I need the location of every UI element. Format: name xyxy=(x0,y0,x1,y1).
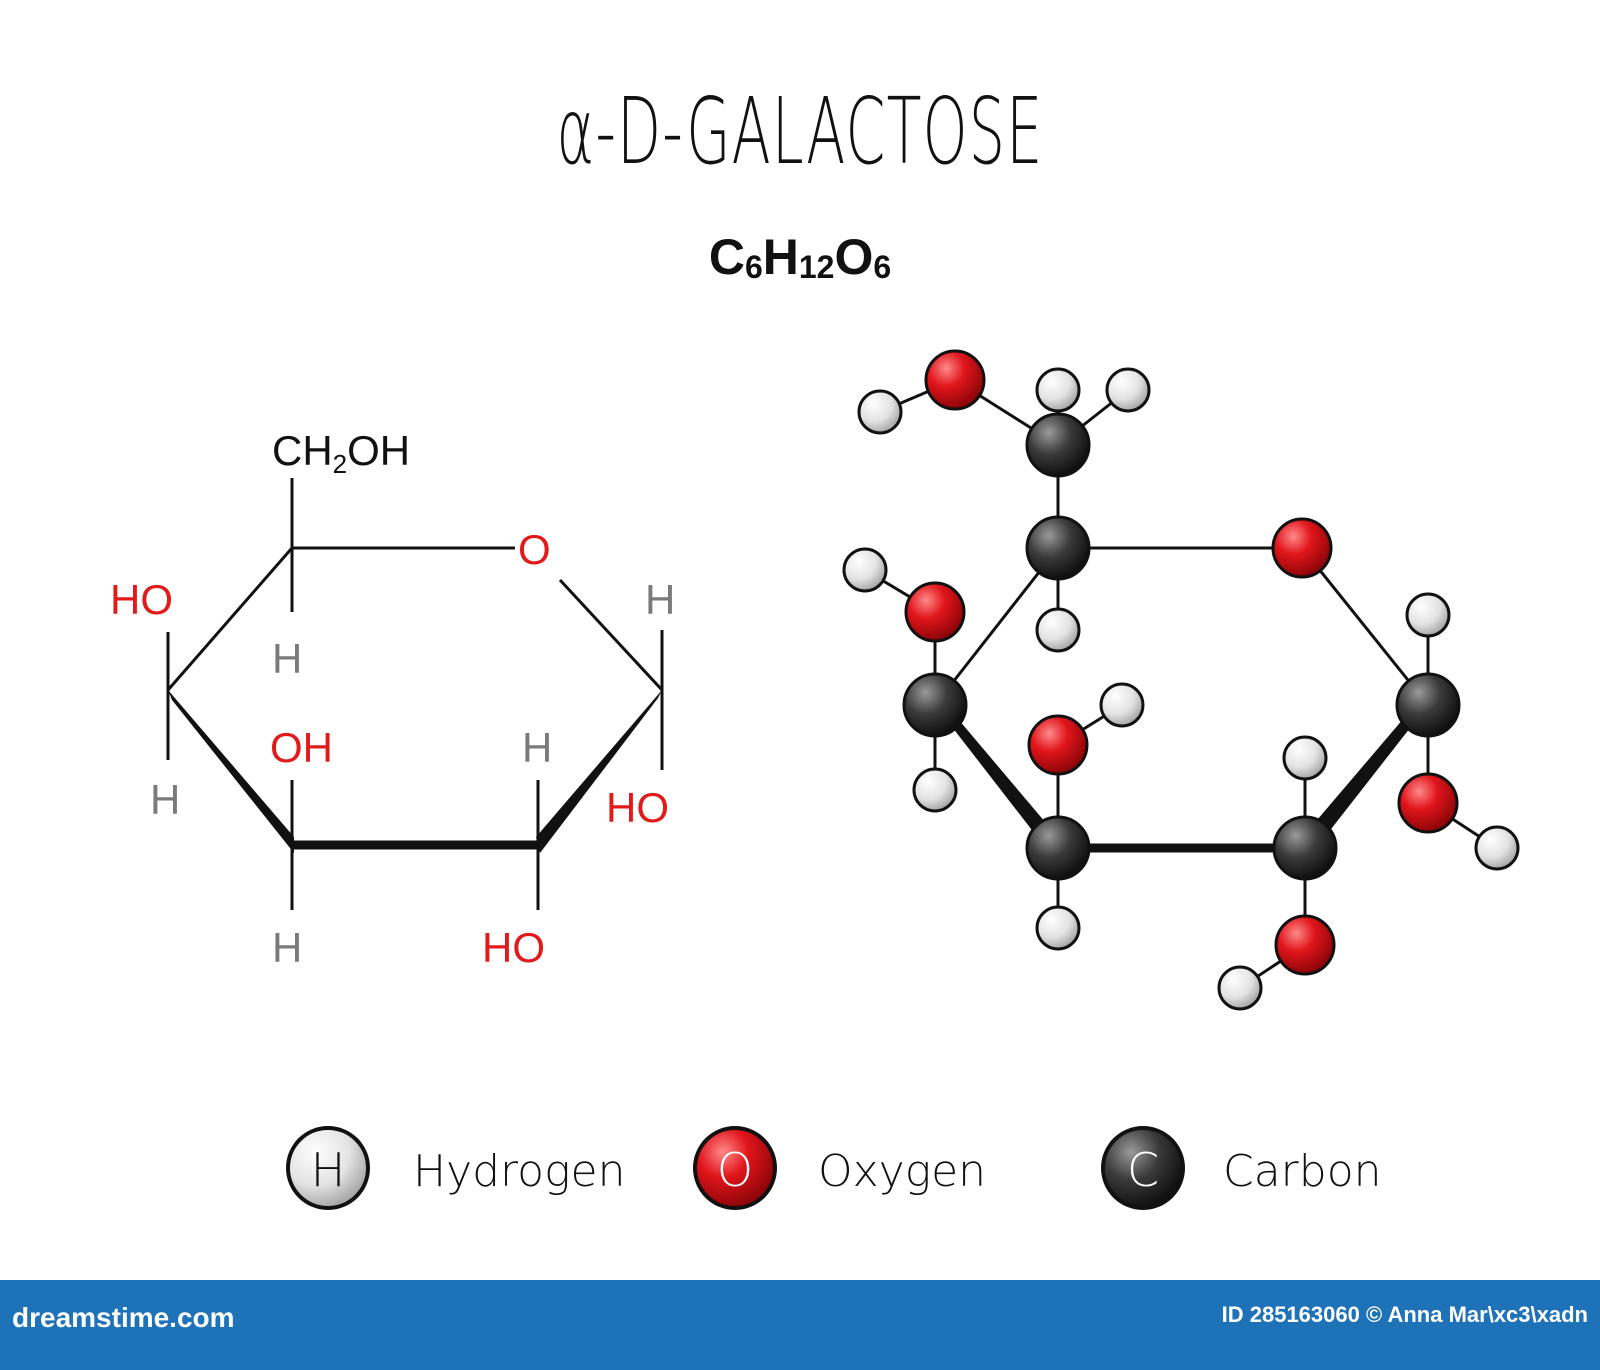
ho-c4-label: HO xyxy=(110,576,173,623)
formula-o-count: 6 xyxy=(873,249,892,285)
ring-oxygen-label: O xyxy=(518,526,551,573)
molecular-formula: C6H12O6 xyxy=(0,228,1600,286)
hydrogen-atom xyxy=(1405,592,1451,638)
oxygen-atom xyxy=(904,581,966,643)
legend-hydrogen: H Hydrogen xyxy=(286,1126,625,1210)
carbon-atom xyxy=(1025,412,1091,478)
oxygen-atom xyxy=(1027,714,1089,776)
hydrogen-atom xyxy=(857,389,903,435)
hydrogen-atom xyxy=(1282,735,1328,781)
carbon-atom xyxy=(1395,672,1461,738)
oxygen-atom xyxy=(1274,914,1336,976)
carbon-atoms xyxy=(902,412,1461,881)
oh-c3-label: OH xyxy=(270,724,333,771)
haworth-structure xyxy=(166,478,664,910)
h-c4-label: H xyxy=(150,776,180,823)
formula-o: O xyxy=(834,229,874,285)
formula-h: H xyxy=(762,229,799,285)
hydrogen-symbol: H xyxy=(311,1143,346,1197)
carbon-label: Carbon xyxy=(1223,1146,1382,1197)
h-c2-label: H xyxy=(522,724,552,771)
formula-h-count: 12 xyxy=(798,249,835,285)
h-c5-label: H xyxy=(272,635,302,682)
hydrogen-atom xyxy=(1105,367,1151,413)
carbon-atom xyxy=(902,672,968,738)
page-title: α-D-GALACTOSE xyxy=(556,78,1044,185)
oxygen-atom xyxy=(1271,517,1333,579)
legend-carbon: C Carbon xyxy=(1101,1126,1382,1210)
ho-c2-label: HO xyxy=(482,924,545,971)
hydrogen-atom xyxy=(1474,825,1520,871)
hydrogen-atom xyxy=(1035,905,1081,951)
hydrogen-label: Hydrogen xyxy=(413,1146,625,1197)
oxygen-swatch xyxy=(693,1126,777,1210)
ch2oh-label: CH2OH xyxy=(272,427,410,479)
carbon-symbol: C xyxy=(1127,1143,1159,1197)
footer-credit: ID 285163060 © Anna Mar\xc3\xadn xyxy=(1221,1302,1588,1327)
formula-c: C xyxy=(708,229,745,285)
carbon-atom xyxy=(1025,815,1091,881)
hydrogen-atoms xyxy=(842,367,1520,1011)
h-c1-label: H xyxy=(645,576,675,623)
hydrogen-atom xyxy=(1035,607,1081,653)
oxygen-atom xyxy=(1397,772,1459,834)
oxygen-atoms xyxy=(904,349,1459,976)
hydrogen-atom xyxy=(842,547,888,593)
hydrogen-atom xyxy=(1099,682,1145,728)
ho-c1-label: HO xyxy=(606,784,669,831)
diagram-canvas: CH2OH O HO H H H OH H HO H HO xyxy=(110,349,1520,1210)
hydrogen-atom xyxy=(912,767,958,813)
carbon-atom xyxy=(1025,515,1091,581)
oxygen-atom xyxy=(924,349,986,411)
watermark-footer: dreamstime.com ID 285163060 © Anna Mar\x… xyxy=(0,1280,1600,1370)
hydrogen-swatch xyxy=(286,1126,370,1210)
footer-site: dreamstime.com xyxy=(12,1302,235,1333)
legend-oxygen: O Oxygen xyxy=(693,1126,986,1210)
carbon-atom xyxy=(1272,815,1338,881)
oxygen-symbol: O xyxy=(717,1143,753,1197)
h-c3-label: H xyxy=(272,924,302,971)
formula-c-count: 6 xyxy=(744,249,763,285)
legend: H Hydrogen O Oxygen C Carbon xyxy=(286,1126,1382,1210)
carbon-swatch xyxy=(1101,1126,1185,1210)
hydrogen-atom xyxy=(1217,965,1263,1011)
oxygen-label: Oxygen xyxy=(818,1146,986,1197)
hydrogen-atom xyxy=(1035,367,1081,413)
